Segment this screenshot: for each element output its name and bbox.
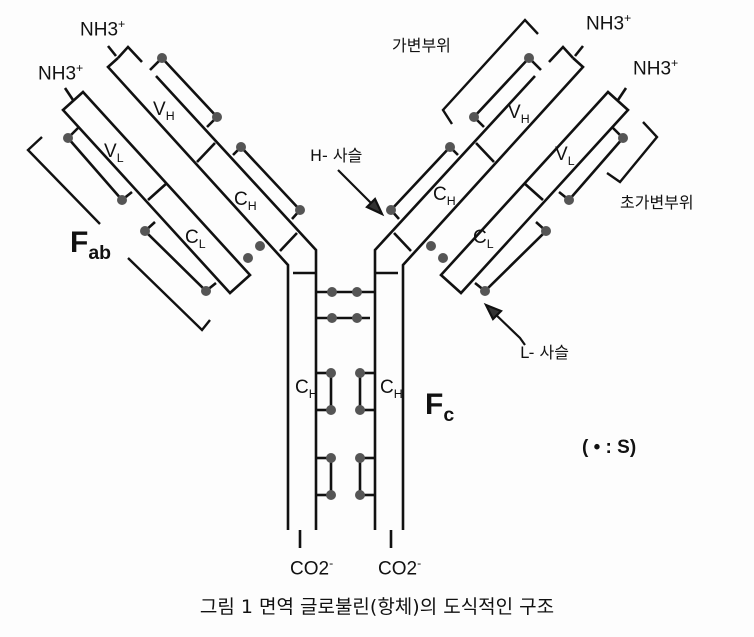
hinge-disulfides xyxy=(316,290,375,497)
h-chain-label: H- 사슬 xyxy=(310,146,363,165)
cl-label-right: CL xyxy=(473,227,494,251)
disulfide-legend: ( • : S) xyxy=(582,437,637,458)
l-chain-label: L- 사슬 xyxy=(520,343,569,362)
vl-label-right: VL xyxy=(555,144,575,168)
nh3-label-left-light: NH3+ xyxy=(38,61,84,85)
ch-label-left: CH xyxy=(234,189,257,213)
nh3-label-right-heavy: NH3+ xyxy=(586,11,632,35)
fab-label: Fab xyxy=(70,226,112,264)
figure-caption: 그림 1 면역 글로불린(항체)의 도식적인 구조 xyxy=(199,596,555,618)
disulfide-dots xyxy=(326,287,365,500)
nh3-label-right-light: NH3+ xyxy=(633,56,679,80)
nh3-label-left-heavy: NH3+ xyxy=(80,17,126,41)
vh-label-left: VH xyxy=(153,99,175,123)
region-brackets xyxy=(26,18,659,332)
arrows xyxy=(337,169,526,346)
co2-label-right: CO2- xyxy=(378,556,422,580)
fc-label: Fc xyxy=(425,388,455,426)
hypervariable-region-label: 초가변부위 xyxy=(620,193,694,212)
left-arm xyxy=(61,44,318,550)
ch-label-fc-right: CH xyxy=(380,377,403,401)
ch-label-right: CH xyxy=(433,184,456,208)
variable-region-label: 가변부위 xyxy=(392,36,451,55)
co2-label-left: CO2- xyxy=(290,556,334,580)
ch-label-fc-left: CH xyxy=(295,377,318,401)
vh-label-right: VH xyxy=(508,102,530,126)
vl-label-left: VL xyxy=(104,141,124,165)
right-arm xyxy=(373,44,630,550)
cl-label-left: CL xyxy=(185,227,206,251)
